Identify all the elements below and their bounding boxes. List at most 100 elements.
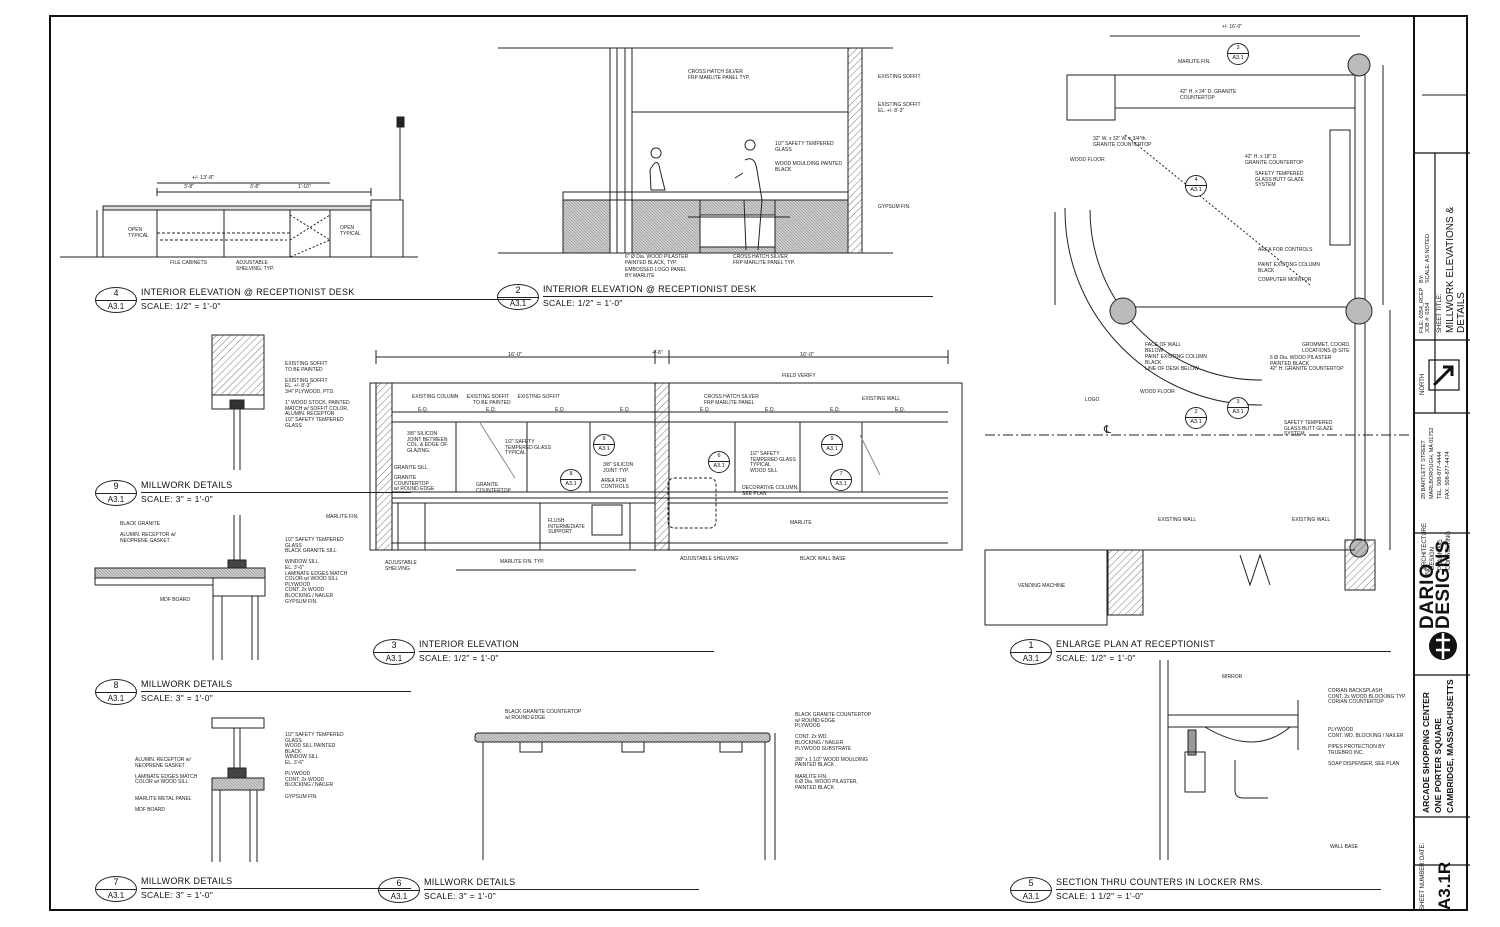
title-sheet-ref: A3.1 <box>1010 890 1052 901</box>
d6-top-note: BLACK GRANITE COUNTERTOP w/ ROUND EDGE <box>505 709 582 721</box>
title-name: MILLWORK DETAILS <box>141 679 233 689</box>
title-name: INTERIOR ELEVATION @ RECEPTIONIST DESK <box>141 287 355 297</box>
d1-logo: LOGO <box>1085 397 1100 403</box>
d3-decorative-column: DECORATIVE COLUMN, SEE PLAN <box>742 485 799 497</box>
title-name: MILLWORK DETAILS <box>141 876 233 886</box>
title-scale: SCALE: 3" = 1'-0" <box>141 693 214 703</box>
callout-sheet: A3.1 <box>1186 185 1206 195</box>
detail-7-linework <box>211 717 265 862</box>
d8-right-notes: 1/2" SAFETY TEMPERED GLASS BLACK GRANITE… <box>285 537 348 605</box>
plan-1-linework <box>984 35 1410 626</box>
callout-sheet: A3.1 <box>594 444 614 454</box>
elevation-3-linework <box>369 350 963 571</box>
title-sheet-ref: A3.1 <box>1010 652 1052 663</box>
elevation-4-linework <box>60 116 418 258</box>
d3-dim-left: 16'-0" <box>508 352 523 358</box>
title-sheet-ref: A3.1 <box>378 890 420 901</box>
sheet-number: A3.1R <box>1435 861 1454 910</box>
title-name: INTERIOR ELEVATION @ RECEPTIONIST DESK <box>543 284 757 294</box>
title-sheet-ref: A3.1 <box>95 493 137 504</box>
d4-open-left: OPEN TYPICAL <box>128 227 149 239</box>
scale-label: SCALE: AS NOTED <box>1425 234 1431 283</box>
title-scale: SCALE: 1/2" = 1'-0" <box>543 298 623 308</box>
d1-wood-floor: WOOD FLOOR <box>1070 157 1105 163</box>
d8-mdf: MDF BOARD <box>160 597 190 603</box>
d1-face-of-wall: FACE OF WALL BELOW <box>1145 342 1182 354</box>
project-line-1: ARCADE SHOPPING CENTER <box>1421 692 1431 813</box>
d2-cross-hatch: CROSS HATCH SILVER FRP MARLITE PANEL TYP… <box>688 69 750 81</box>
firm-address-4: FAX. 508-877-4474 <box>1445 451 1451 499</box>
d3-eq-7: E.Q. <box>830 407 841 413</box>
d2-existing-soffit: EXISTING SOFFIT <box>878 74 921 80</box>
title-number: 2 <box>515 285 521 295</box>
d3-eq-4: E.Q. <box>620 407 631 413</box>
d3-granite-countertop-round: GRANITE COUNTERTOP w/ ROUND EDGE <box>394 475 435 493</box>
d3-glass: 1/2" SAFETY TEMPERED GLASS TYPICAL <box>505 439 551 457</box>
project-line-2: ONE PORTER SQUARE <box>1433 718 1443 813</box>
title-rule <box>419 651 714 652</box>
title-number: 7 <box>113 877 119 887</box>
title-scale: SCALE: 1/2" = 1'-0" <box>1056 653 1136 663</box>
callout-sheet: A3.1 <box>831 479 851 489</box>
d2-wood-moulding: WOOD MOULDING PAINTED BLACK <box>775 161 843 173</box>
d3-marlite: MARLITE <box>790 520 812 526</box>
callout-sheet: A3.1 <box>561 479 581 489</box>
d3-top-notes: EXISTING COLUMN EXISTING SOFFIT EXISTING… <box>412 394 560 406</box>
title-rule <box>141 888 411 889</box>
d3-field-verify: FIELD VERIFY <box>782 373 816 379</box>
d3-area-controls: AREA FOR CONTROLS <box>601 478 629 490</box>
d1-area-controls: AREA FOR CONTROLS <box>1258 247 1313 253</box>
d3-flush-support: FLUSH INTERMEDIATE SUPPORT <box>548 518 585 536</box>
d9-notes: EXISTING SOFFIT TO BE PAINTED EXISTING S… <box>285 361 350 429</box>
title-scale: SCALE: 3" = 1'-0" <box>424 891 497 901</box>
d3-glass-2: 1/2" SAFETY TEMPERED GLASS TYPICAL WOOD … <box>750 451 796 474</box>
title-rule <box>424 889 699 890</box>
d2-cross-hatch-2: CROSS HATCH SILVER FRP MARLITE PANEL TYP… <box>733 254 795 266</box>
project-line-3: CAMBRIDGE, MASSACHUSETTS <box>1445 679 1455 813</box>
d1-existing-wall-2: EXISTING WALL <box>1292 517 1331 523</box>
d1-computer-monitor: COMPUTER MONITOR <box>1258 277 1312 283</box>
d3-marlite-typ: MARLITE FIN. TYP. <box>500 559 545 565</box>
callout-number: 2 <box>1194 409 1198 415</box>
d4-dim-1: 3'-8" <box>184 184 194 190</box>
d4-dim-2: 3'-8" <box>250 184 260 190</box>
elevation-2-linework <box>498 47 893 254</box>
callout-sheet: A3.1 <box>822 444 842 454</box>
d2-soffit-el: EXISTING SOFFIT EL. +/- 8'-3" <box>878 102 921 114</box>
title-number: 1 <box>1028 640 1034 650</box>
title-name: SECTION THRU COUNTERS IN LOCKER RMS. <box>1056 877 1264 887</box>
d3-cross-hatch: CROSS HATCH SILVER FRP MARLITE PANEL <box>704 394 759 406</box>
d1-grommet: GROMMET, COORD. LOCATIONS @ SITE <box>1302 342 1351 354</box>
sheet-border <box>49 15 1468 911</box>
d3-dim-right: 16'-0" <box>800 352 815 358</box>
d1-centerline: ℄ <box>1104 424 1112 436</box>
detail-9-linework <box>211 334 265 470</box>
d3-eq-2: E.Q. <box>486 407 497 413</box>
d1-granite-32: 32" W. x 32" W. x 3/4"th. GRANITE COUNTE… <box>1093 136 1152 148</box>
title-scale: SCALE: 3" = 1'-0" <box>141 494 214 504</box>
title-scale: SCALE: 1/2" = 1'-0" <box>141 301 221 311</box>
title-rule <box>141 299 531 300</box>
d1-counter-18: 42" H. x 18" D. GRANITE COUNTERTOP <box>1245 154 1304 166</box>
firm-service-4: CONSULTING <box>1446 531 1452 570</box>
firm-address-2: MARLBOROUGH, MA 01752 <box>1429 427 1435 499</box>
d1-line-of-desk: LINE OF DESK BELOW <box>1145 366 1199 372</box>
title-sheet-ref: A3.1 <box>373 652 415 663</box>
date-label: DATE: <box>1420 842 1426 860</box>
d3-eq-5: E.Q. <box>700 407 711 413</box>
title-sheet-ref: A3.1 <box>95 889 137 900</box>
d1-counter-42: 42" H. x 24" D. GRANITE COUNTERTOP <box>1180 89 1237 101</box>
d3-silicon-joint: 3/8" SILICON JOINT TYP. <box>603 462 634 474</box>
d1-paint-column: PAINT EXISTING COLUMN BLACK <box>1258 262 1321 274</box>
firm-address-3: TEL. 508-877-4444 <box>1437 451 1443 499</box>
d1-wood-floor-2: WOOD FLOOR <box>1140 389 1175 395</box>
callout-sheet: A3.1 <box>709 461 729 471</box>
d5-right-notes: CORIAN BACKSPLASH CONT. 2x WOOD BLOCKING… <box>1328 688 1407 767</box>
firm-service-1: ARCHITECTURE <box>1422 522 1428 570</box>
